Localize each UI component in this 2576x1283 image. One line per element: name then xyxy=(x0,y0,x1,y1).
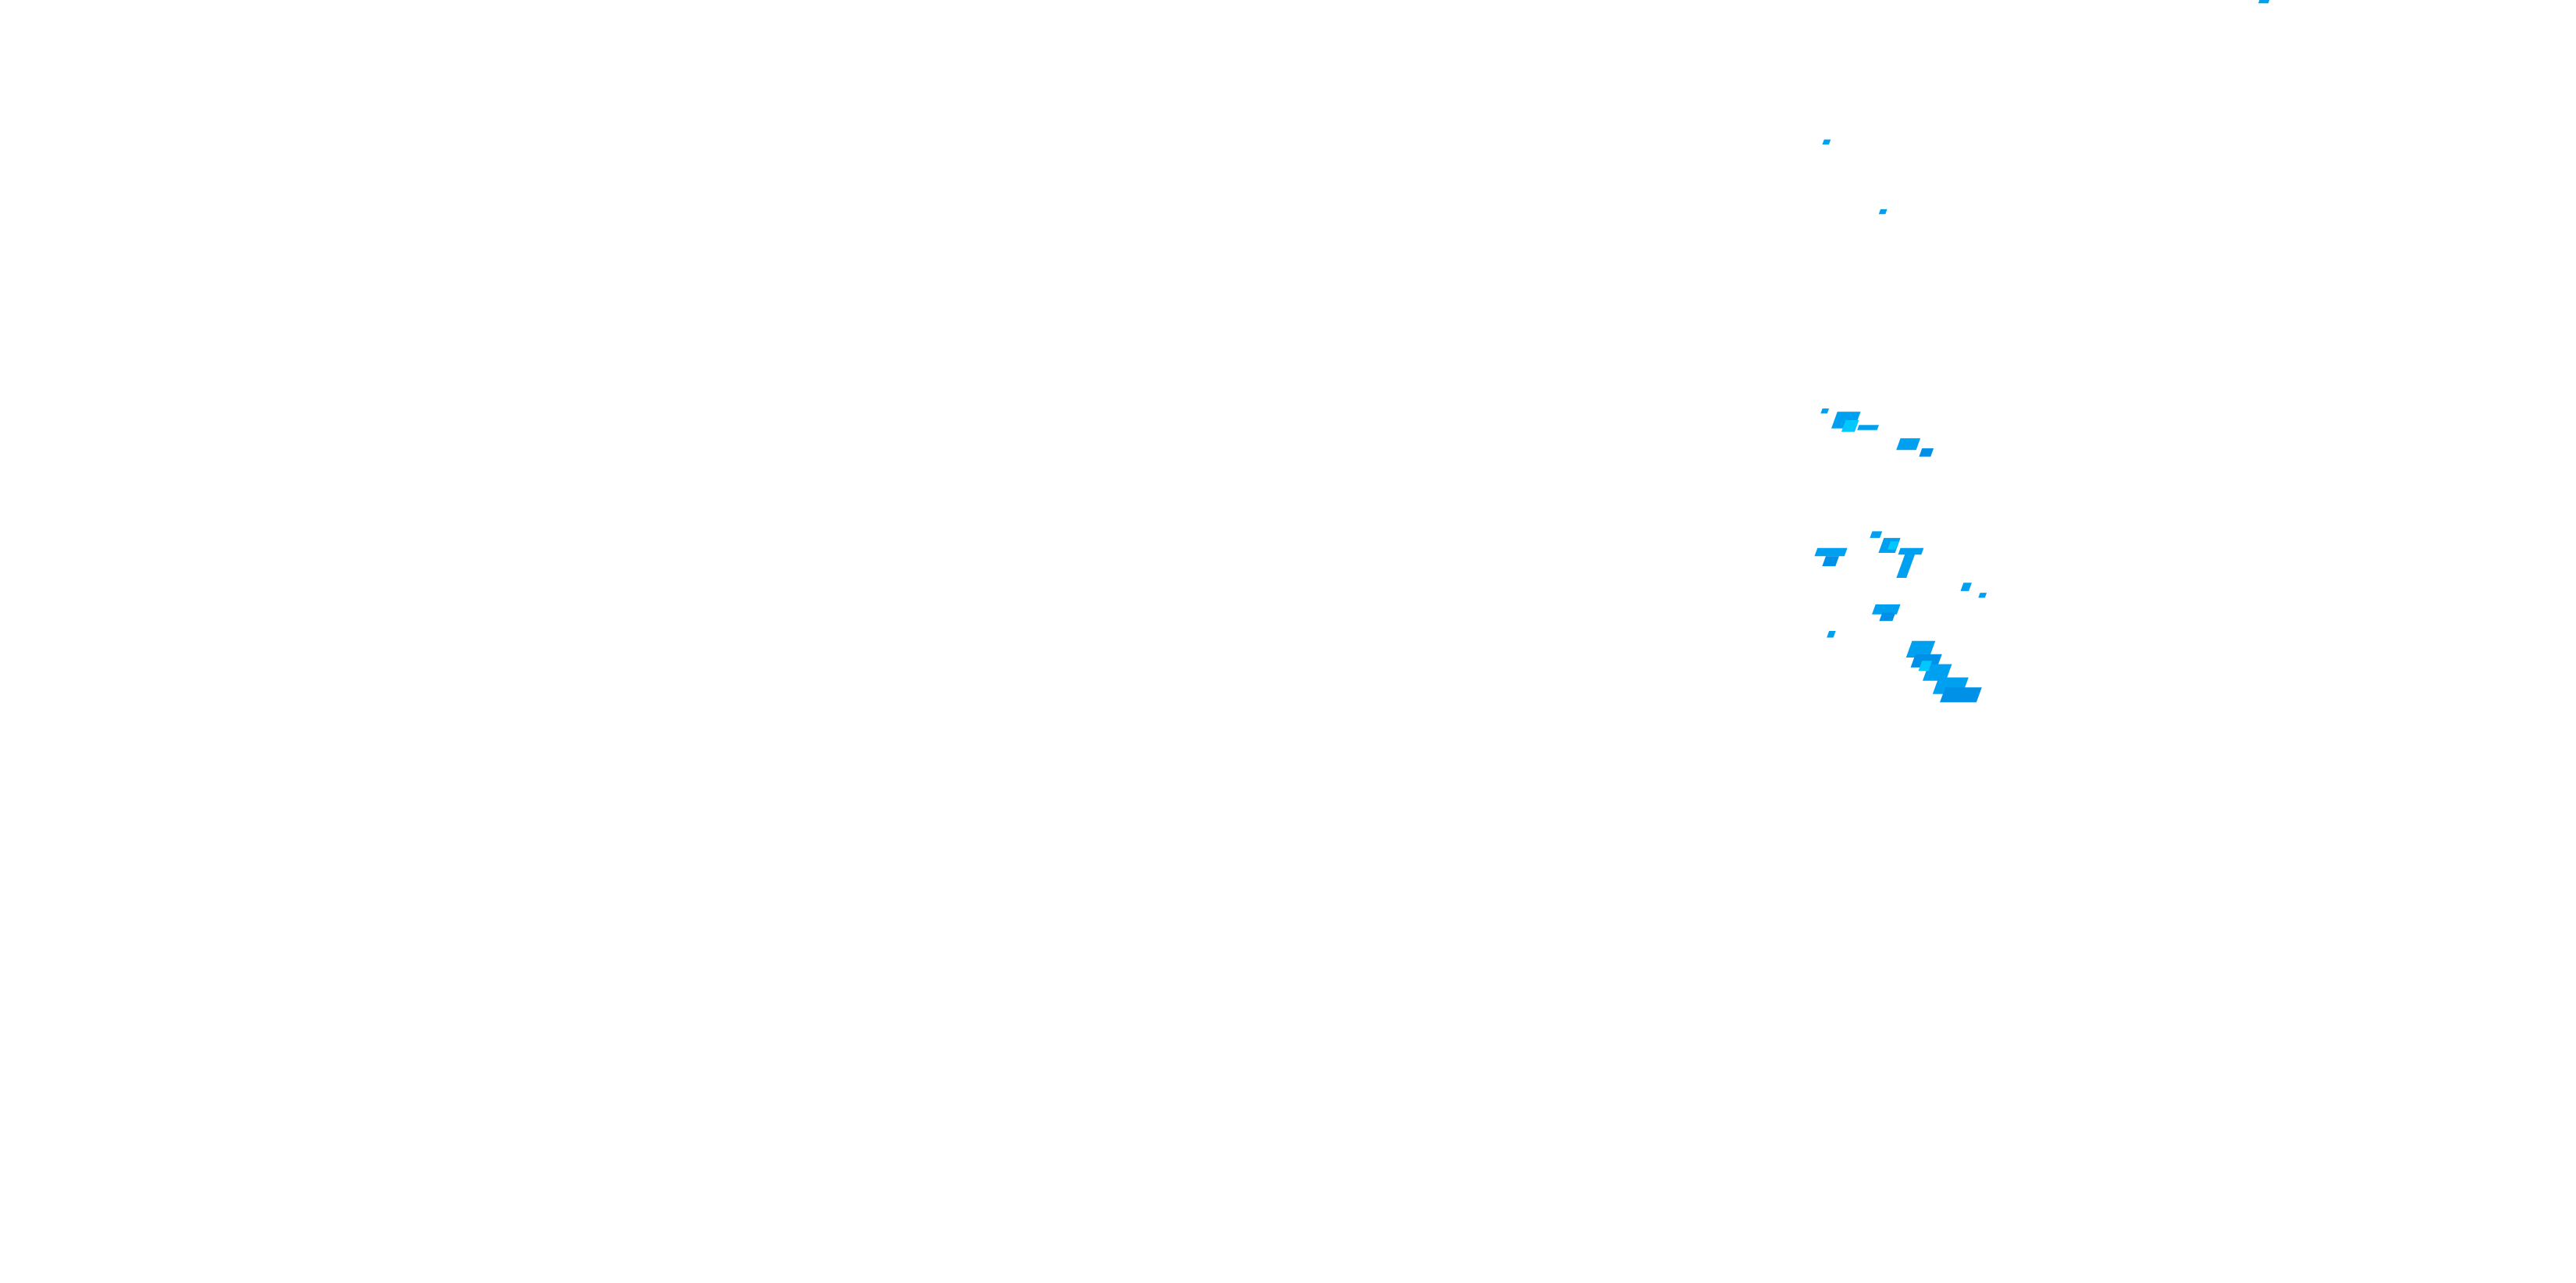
precipitation-cell xyxy=(1896,553,1916,578)
precipitation-cell xyxy=(1820,408,1830,414)
precipitation-cell xyxy=(1978,593,1987,598)
precipitation-cell xyxy=(1918,661,1933,672)
precipitation-cell xyxy=(1872,604,1901,615)
precipitation-cell xyxy=(1919,448,1934,457)
precipitation-cell xyxy=(1887,541,1899,550)
precipitation-cell xyxy=(1870,531,1883,538)
precipitation-cell xyxy=(1857,425,1879,430)
precipitation-cell xyxy=(1898,547,1924,555)
precipitation-cell xyxy=(1879,612,1896,622)
precipitation-cell xyxy=(1822,139,1831,145)
precipitation-cell xyxy=(1896,438,1921,451)
precipitation-cell xyxy=(1940,687,1982,703)
precipitation-cell xyxy=(2258,0,2271,4)
precipitation-cell xyxy=(1814,547,1848,557)
precipitation-cell xyxy=(1827,631,1836,638)
precipitation-cell xyxy=(1960,583,1972,591)
precipitation-cell xyxy=(1922,664,1952,681)
precipitation-cell xyxy=(1905,640,1936,658)
precipitation-cell xyxy=(1822,556,1839,567)
precipitation-cell xyxy=(1878,208,1888,215)
precipitation-cell xyxy=(1841,420,1859,432)
